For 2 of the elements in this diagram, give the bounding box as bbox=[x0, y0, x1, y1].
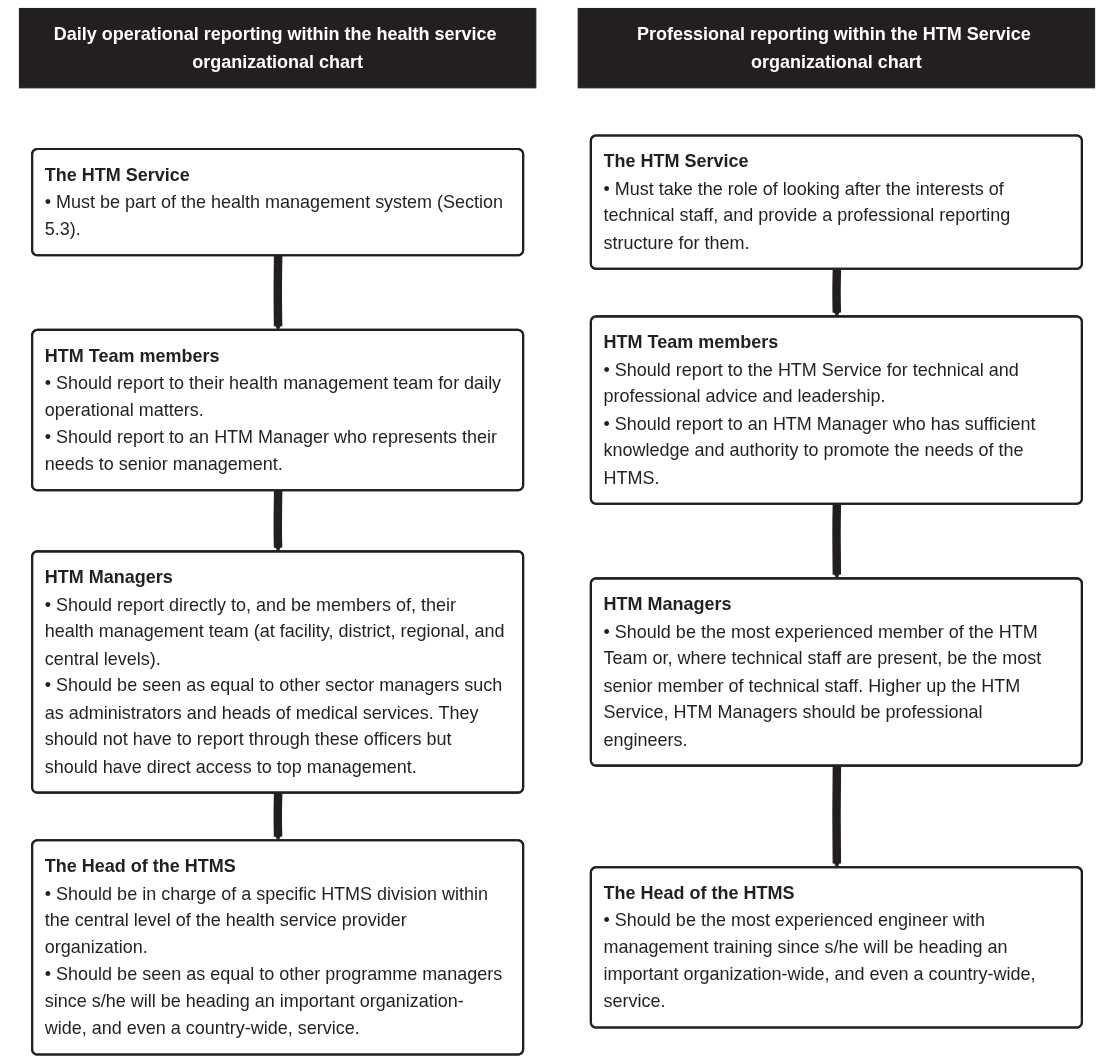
node-box: Daily operational reporting within the health service organizational chart bbox=[18, 7, 537, 89]
node-box: Professional reporting within the HTM Service organizational chart bbox=[577, 7, 1096, 89]
